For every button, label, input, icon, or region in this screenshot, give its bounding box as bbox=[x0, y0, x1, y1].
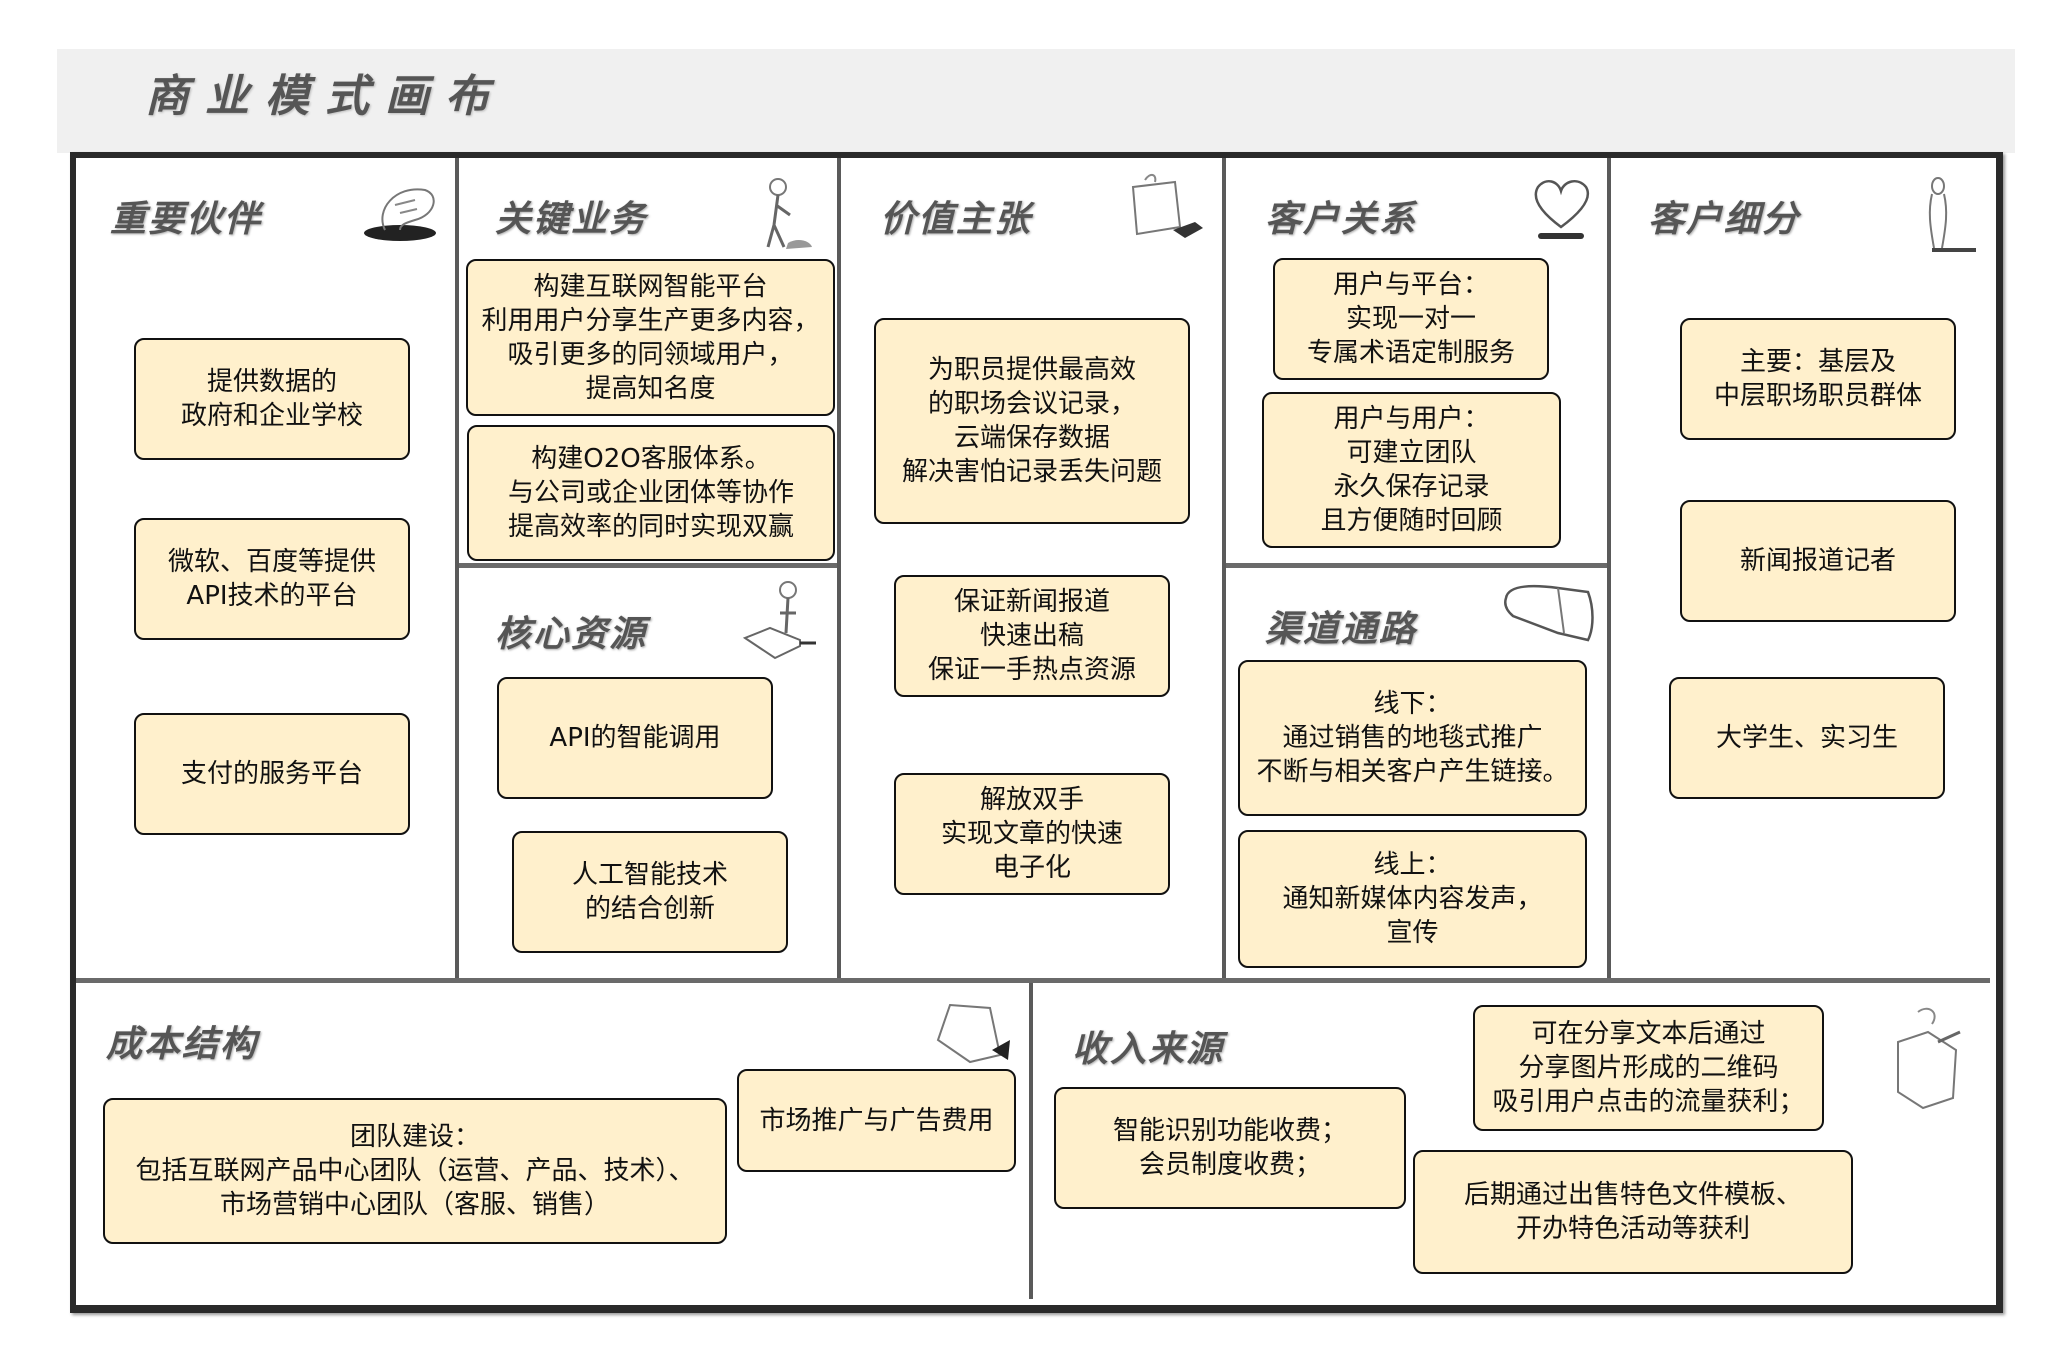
header-band bbox=[57, 49, 2015, 153]
card: 解放双手 实现文章的快速 电子化 bbox=[894, 773, 1170, 895]
card: 构建O2O客服体系。 与公司或企业团体等协作 提高效率的同时实现双赢 bbox=[467, 425, 835, 561]
section-title: 重要伙伴 bbox=[110, 198, 263, 240]
heart-sketch-icon bbox=[1528, 175, 1594, 243]
divider-vp-cr bbox=[1222, 158, 1226, 980]
canvas-title: 商业模式画布 bbox=[145, 71, 505, 122]
card: API的智能调用 bbox=[497, 677, 773, 799]
divider-cost-revenue bbox=[1029, 983, 1033, 1299]
handshake-sketch-icon bbox=[355, 175, 445, 245]
card: 新闻报道记者 bbox=[1680, 500, 1956, 622]
section-title: 成本结构 bbox=[106, 1023, 259, 1065]
divider-ka-kr bbox=[459, 563, 837, 568]
person-standing-sketch-icon bbox=[1918, 176, 1980, 258]
price-tag-sketch-icon bbox=[920, 1000, 1020, 1070]
truck-sketch-icon bbox=[1498, 578, 1598, 648]
worker-sketch-icon bbox=[750, 175, 820, 255]
section-title: 渠道通路 bbox=[1265, 608, 1418, 650]
card: 大学生、实习生 bbox=[1669, 677, 1945, 799]
card: 提供数据的 政府和企业学校 bbox=[134, 338, 410, 460]
divider-cr-cs bbox=[1607, 158, 1611, 980]
card: 线下： 通过销售的地毯式推广 不断与相关客户产生链接。 bbox=[1238, 660, 1587, 816]
divider-top-bottom bbox=[76, 978, 1990, 983]
card: 可在分享文本后通过 分享图片形成的二维码 吸引用户点击的流量获利； bbox=[1473, 1005, 1824, 1131]
section-title: 价值主张 bbox=[880, 198, 1033, 240]
card: 用户与平台： 实现一对一 专属术语定制服务 bbox=[1273, 258, 1549, 380]
card: 团队建设： 包括互联网产品中心团队（运营、产品、技术）、 市场营销中心团队（客服… bbox=[103, 1098, 727, 1244]
card: 线上： 通知新媒体内容发声， 宣传 bbox=[1238, 830, 1587, 968]
card: 用户与用户： 可建立团队 永久保存记录 且方便随时回顾 bbox=[1262, 392, 1561, 548]
card: 市场推广与广告费用 bbox=[737, 1069, 1016, 1172]
card: 后期通过出售特色文件模板、 开办特色活动等获利 bbox=[1413, 1150, 1853, 1274]
gift-box-sketch-icon bbox=[1125, 172, 1210, 252]
money-bag-sketch-icon bbox=[1888, 1002, 1968, 1112]
section-title: 核心资源 bbox=[495, 613, 648, 655]
card: 主要：基层及 中层职场职员群体 bbox=[1680, 318, 1956, 440]
section-title: 客户关系 bbox=[1265, 198, 1418, 240]
section-title: 关键业务 bbox=[495, 198, 648, 240]
section-title: 收入来源 bbox=[1072, 1028, 1225, 1070]
card: 人工智能技术 的结合创新 bbox=[512, 831, 788, 953]
section-title: 客户细分 bbox=[1648, 198, 1801, 240]
card: 微软、百度等提供 API技术的平台 bbox=[134, 518, 410, 640]
card: 支付的服务平台 bbox=[134, 713, 410, 835]
divider-kp-ka bbox=[455, 158, 459, 980]
card: 构建互联网智能平台 利用用户分享生产更多内容， 吸引更多的同领域用户， 提高知名… bbox=[466, 259, 835, 416]
card: 为职员提供最高效 的职场会议记录， 云端保存数据 解决害怕记录丢失问题 bbox=[874, 318, 1190, 524]
divider-ka-vp bbox=[837, 158, 841, 980]
factory-worker-sketch-icon bbox=[740, 578, 820, 673]
card: 保证新闻报道 快速出稿 保证一手热点资源 bbox=[894, 575, 1170, 697]
divider-cr-ch bbox=[1226, 563, 1607, 568]
card: 智能识别功能收费； 会员制度收费； bbox=[1054, 1087, 1406, 1209]
